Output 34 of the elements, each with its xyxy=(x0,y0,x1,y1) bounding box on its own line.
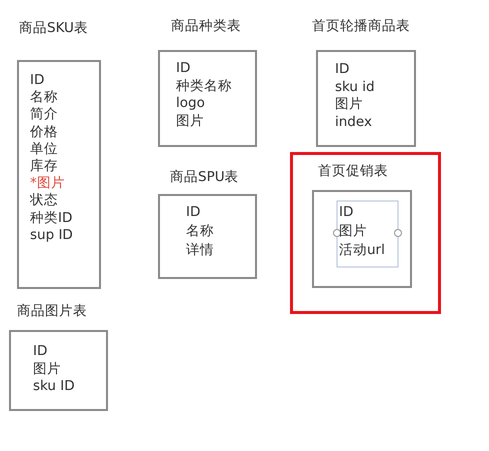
field-name: 简介 xyxy=(30,106,58,122)
table-title: 商品SKU表 xyxy=(19,20,88,36)
field-name: 图片 xyxy=(335,96,363,112)
field-name: 状态 xyxy=(30,192,58,208)
field-name: sup ID xyxy=(30,226,73,243)
table-title: 商品种类表 xyxy=(171,18,241,34)
highlight-frame xyxy=(290,152,441,314)
field-name: 价格 xyxy=(30,124,58,140)
table-title: 商品SPU表 xyxy=(170,169,239,185)
field-name: 名称 xyxy=(186,223,214,239)
field-name: 单位 xyxy=(30,140,58,157)
field-name: sku id xyxy=(335,78,375,95)
table-title: 商品图片表 xyxy=(17,303,87,319)
field-name: 图片 xyxy=(33,360,61,376)
field-name: ID xyxy=(335,61,350,77)
field-name: 详情 xyxy=(186,242,214,258)
table-title: 首页促销表 xyxy=(318,163,388,179)
field-name: *图片 xyxy=(30,175,65,192)
field-name: ID xyxy=(186,204,200,220)
field-name: sku ID xyxy=(33,378,75,394)
field-name: 图片 xyxy=(176,112,204,129)
field-name: ID xyxy=(30,72,44,88)
field-name: 活动url xyxy=(339,242,385,258)
field-name: index xyxy=(335,114,372,130)
field-name: 库存 xyxy=(30,158,58,174)
field-name: ID xyxy=(33,343,48,359)
field-name: ID xyxy=(339,204,354,220)
field-name: 图片 xyxy=(339,223,367,239)
field-name: 种类ID xyxy=(30,210,72,226)
field-name: logo xyxy=(176,95,205,112)
table-title: 首页轮播商品表 xyxy=(312,18,410,34)
field-name: 名称 xyxy=(30,89,58,106)
field-name: 种类名称 xyxy=(176,78,232,94)
field-name: ID xyxy=(176,60,190,76)
